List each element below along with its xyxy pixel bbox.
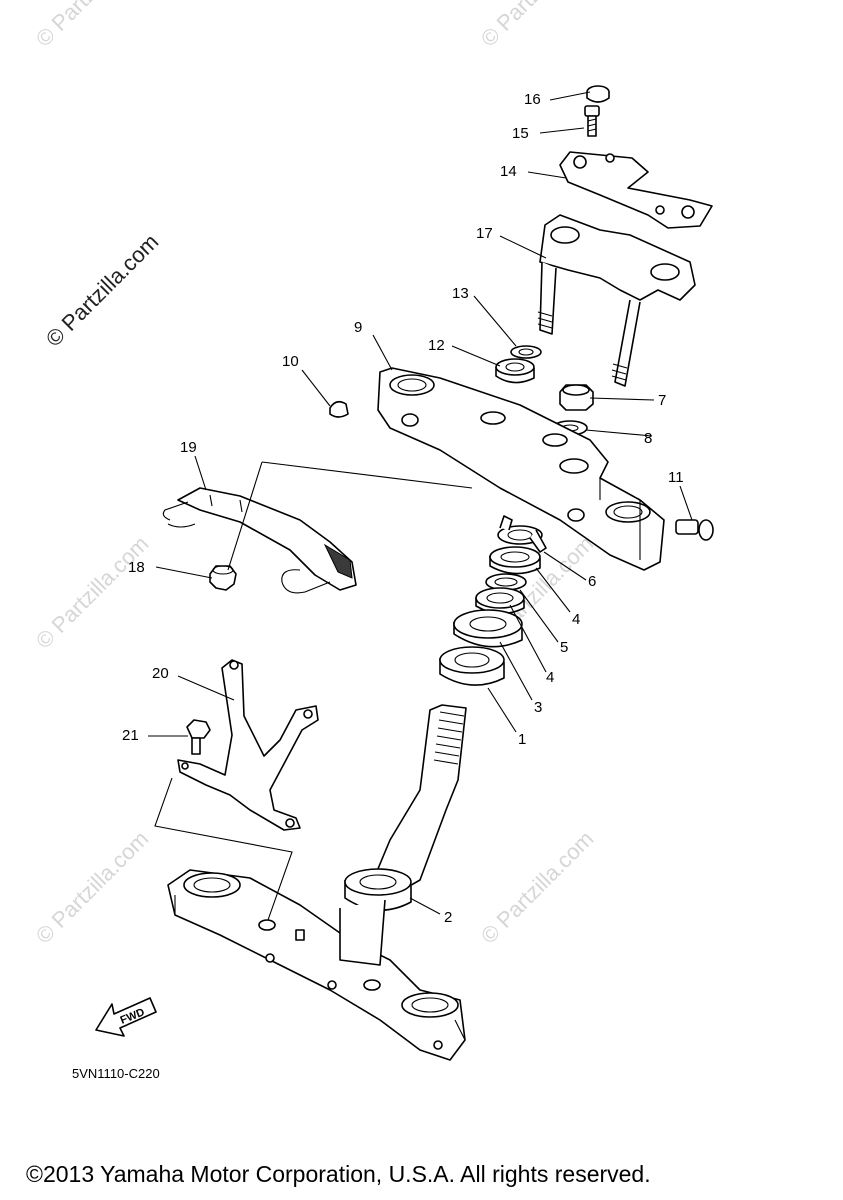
part-14-upper-holder (559, 151, 713, 229)
part-4-ring-nut-upper (489, 546, 541, 575)
part-10-plug (329, 400, 349, 418)
watermark-low-left: © Partzilla.com (31, 826, 154, 949)
part-13-washer (510, 345, 542, 359)
callout-2: 2 (444, 909, 452, 926)
callout-9: 9 (354, 319, 362, 336)
callout-5: 5 (560, 639, 568, 656)
part-18-nut (209, 565, 237, 591)
lower-bracket (167, 869, 466, 1061)
connector-20-lower (154, 777, 293, 921)
callout-17: 17 (476, 225, 493, 242)
part-20-bracket (177, 659, 319, 831)
callout-8: 8 (644, 430, 652, 447)
watermark-top-left: © Partzilla.com (31, 0, 154, 52)
callout-10: 10 (282, 353, 299, 370)
watermark-top-right: © Partzilla.com (476, 0, 599, 52)
part-1-bearing (439, 646, 505, 686)
part-21-bolt (186, 719, 211, 755)
callout-20: 20 (152, 665, 169, 682)
callout-19: 19 (180, 439, 197, 456)
callout-21: 21 (122, 727, 139, 744)
callout-16: 16 (524, 91, 541, 108)
callout-7: 7 (658, 392, 666, 409)
callout-14: 14 (500, 163, 517, 180)
watermark-low-right: © Partzilla.com (476, 826, 599, 949)
callout-18: 18 (128, 559, 145, 576)
callout-12: 12 (428, 337, 445, 354)
part-7-nut (559, 384, 594, 411)
callout-3: 3 (534, 699, 542, 716)
diagram-code: 5VN1110-C220 (72, 1066, 160, 1081)
copyright-notice: ©2013 Yamaha Motor Corporation, U.S.A. A… (26, 1161, 651, 1187)
part-3-cover (453, 609, 523, 648)
callout-15: 15 (512, 125, 529, 142)
part-17-lower-holder (537, 214, 696, 387)
part-6-lock-washer (497, 515, 547, 553)
connector-19-9 (227, 461, 473, 571)
callout-4-lower: 4 (546, 669, 554, 686)
fwd-arrow-icon: FWD (95, 997, 157, 1037)
part-19-guide (162, 487, 357, 594)
callout-11: 11 (668, 469, 684, 486)
callout-13: 13 (452, 285, 469, 302)
watermark-main: © Partzilla.com (41, 229, 164, 352)
callout-4-upper: 4 (572, 611, 580, 628)
part-11-bolt (675, 519, 714, 541)
part-9-upper-bracket (377, 367, 665, 571)
part-2-lower-bearing (344, 868, 412, 911)
part-12-spacer (495, 358, 535, 384)
callout-1: 1 (518, 731, 526, 748)
callout-numbers: 16 15 14 17 13 12 9 10 7 8 11 19 18 6 4 … (122, 91, 684, 926)
callout-leaders (148, 91, 693, 915)
watermark-mid-left: © Partzilla.com (31, 531, 154, 654)
callout-6: 6 (588, 573, 596, 590)
part-15-bolt (584, 105, 600, 137)
part-16-cap (586, 85, 610, 103)
